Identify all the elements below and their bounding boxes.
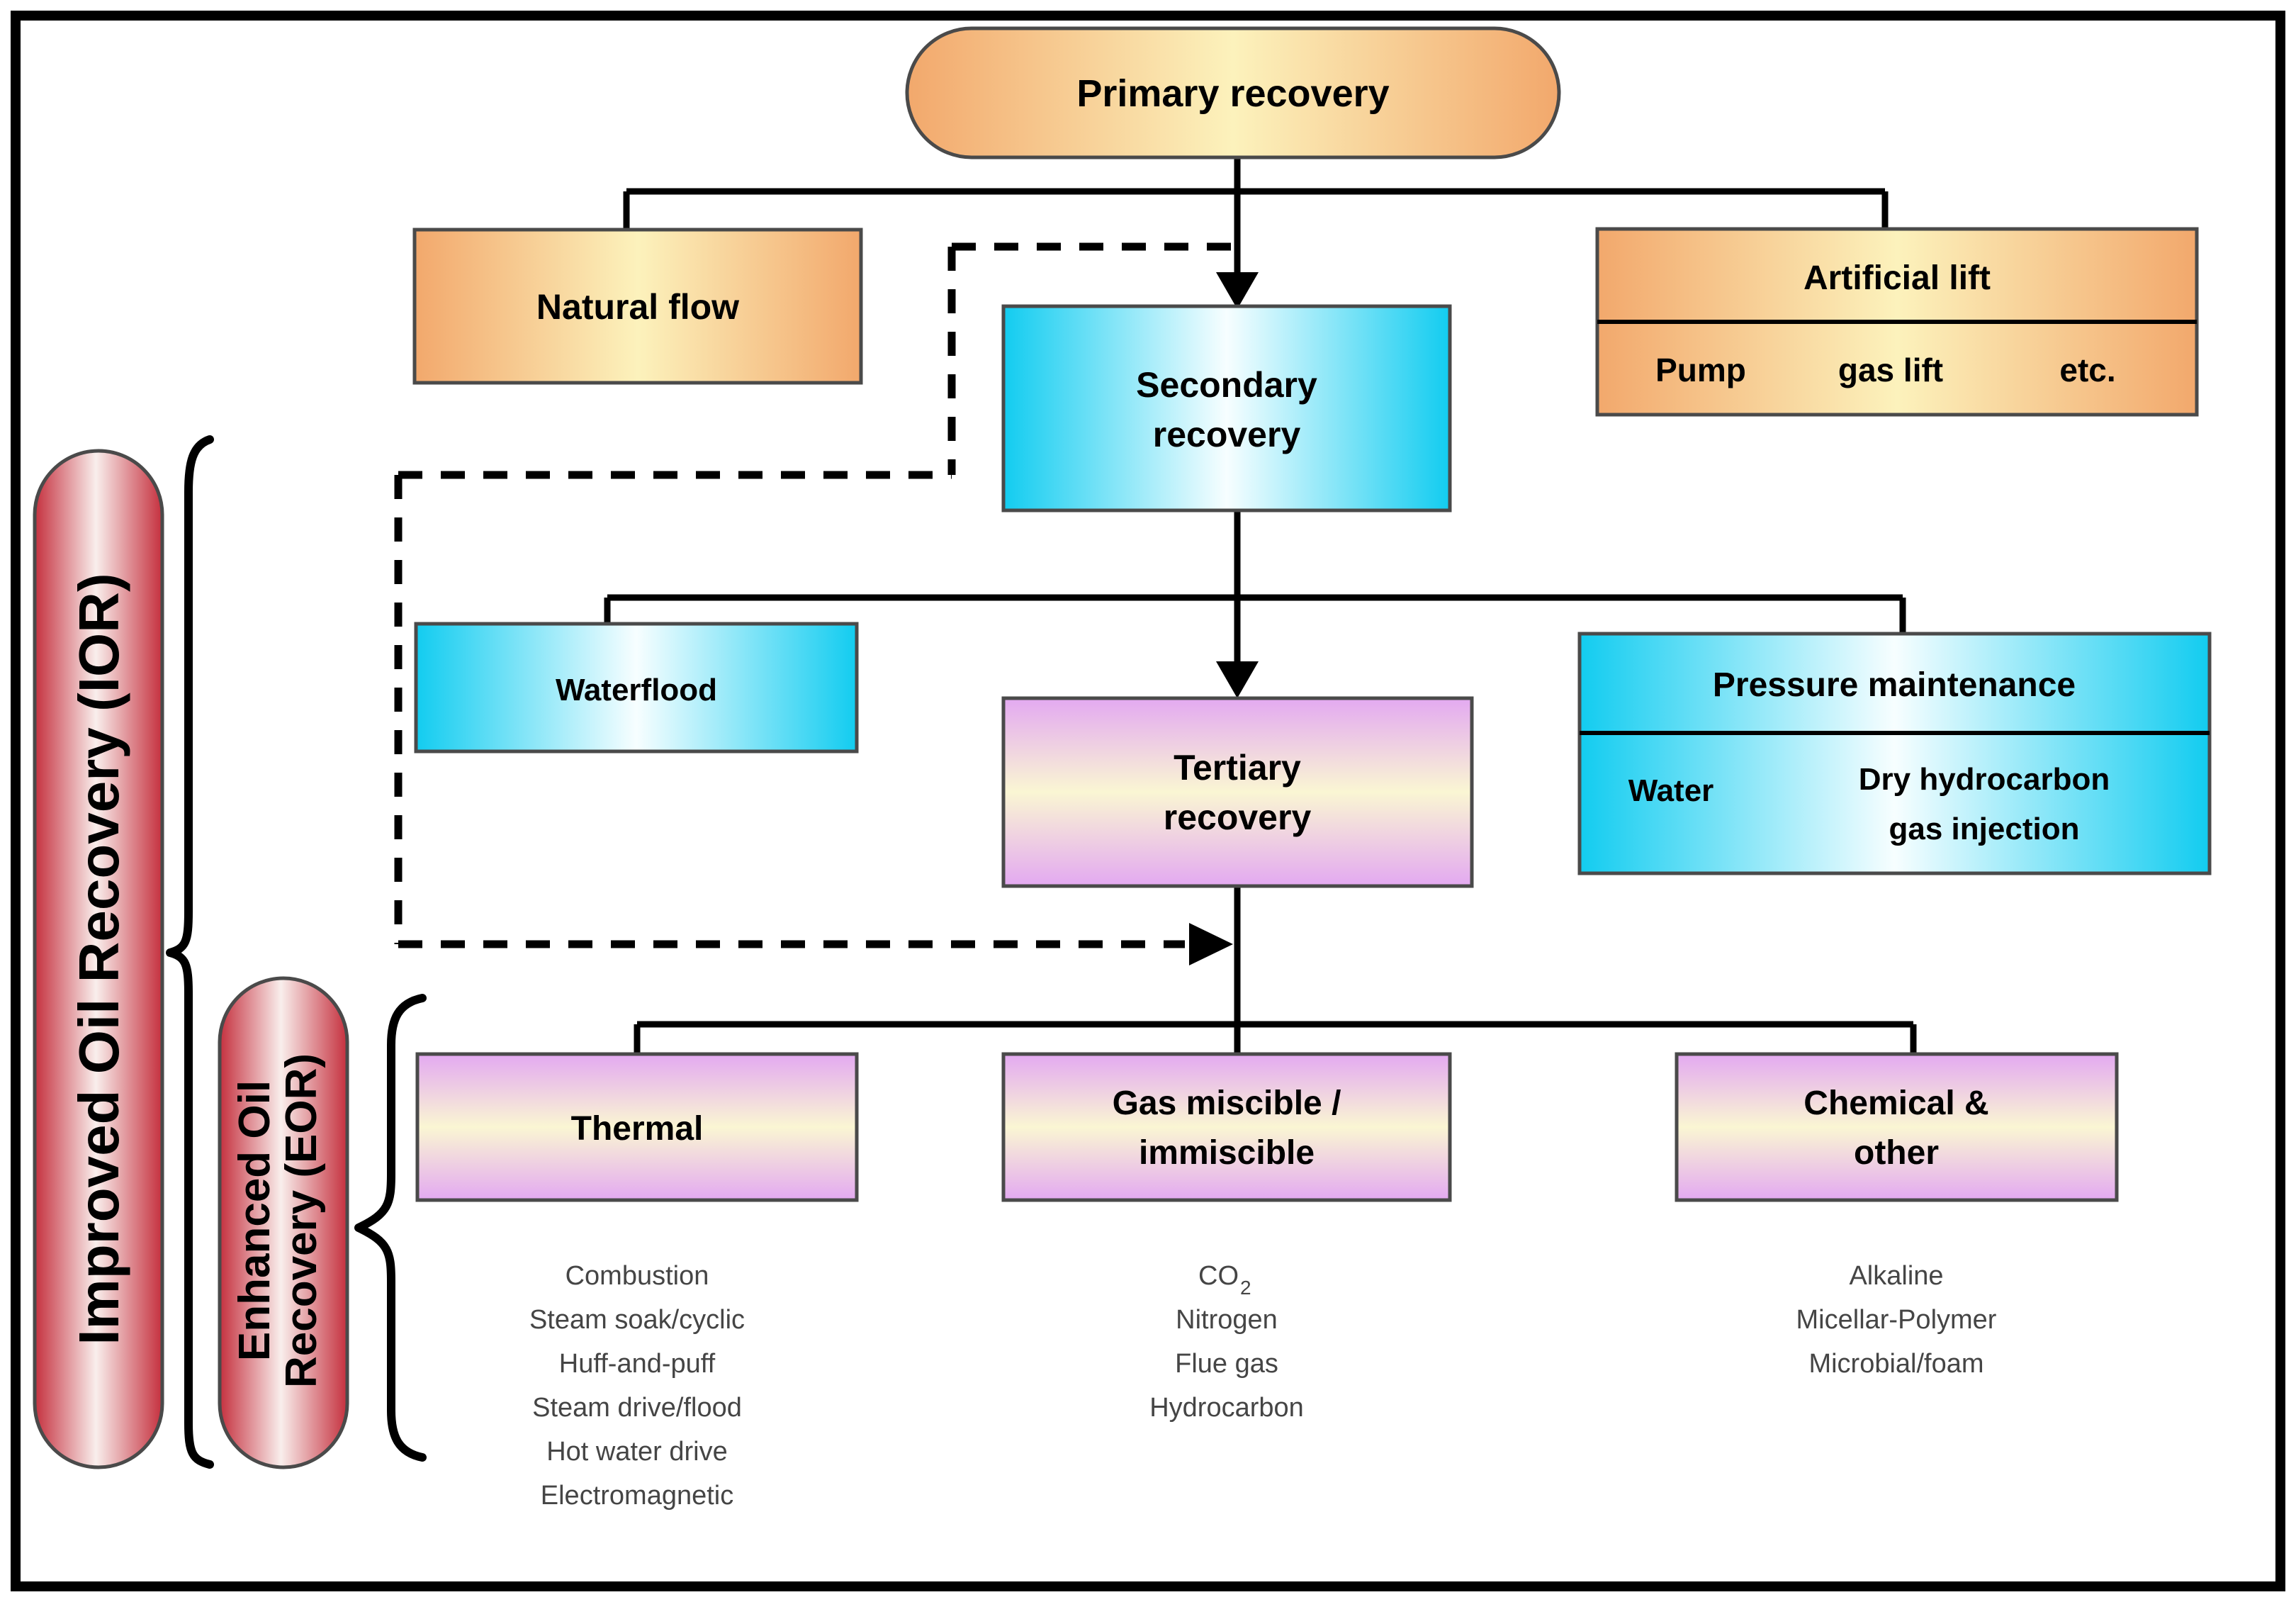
eor-label-group: Enhanced Oil Recovery (EOR): [230, 1053, 326, 1388]
list-item: Alkaline: [1849, 1261, 1943, 1291]
node-gas-miscible: Gas miscible / immiscible: [1001, 1052, 1452, 1202]
node-pressure-maintenance: Pressure maintenance Water Dry hydrocarb…: [1577, 632, 2212, 875]
secondary-recovery-line1: Secondary: [1136, 365, 1317, 405]
gas-miscible-box: [1001, 1052, 1452, 1202]
pressure-maintenance-title: Pressure maintenance: [1713, 666, 2076, 704]
gas-miscible-line1: Gas miscible /: [1113, 1085, 1341, 1122]
pressure-maintenance-item-water: Water: [1628, 773, 1714, 808]
node-primary-recovery: Primary recovery: [905, 26, 1561, 159]
connectors-dashed-loop: [394, 242, 1233, 965]
thermal-label: Thermal: [571, 1110, 704, 1148]
arrowhead-dashed-icon: [1189, 923, 1233, 965]
arrowhead-tertiary-icon: [1216, 661, 1259, 698]
thermal-box: [415, 1052, 859, 1202]
eor-label-line2: Recovery (EOR): [277, 1053, 326, 1388]
list-item-co2-sub: 2: [1240, 1277, 1251, 1299]
node-secondary-recovery: Secondary recovery: [1001, 304, 1452, 512]
eor-label-line1: Enhanced Oil: [230, 1080, 279, 1361]
gas-miscible-line2: immiscible: [1139, 1134, 1315, 1172]
natural-flow-label: Natural flow: [536, 287, 739, 327]
list-item: Hot water drive: [546, 1437, 728, 1467]
node-waterflood: Waterflood: [414, 622, 859, 754]
list-item-co2-main: CO: [1198, 1261, 1239, 1291]
pressure-maintenance-item-dry-line2: gas injection: [1889, 812, 2080, 846]
artificial-lift-item-etc: etc.: [2059, 352, 2115, 388]
secondary-recovery-line2: recovery: [1153, 415, 1301, 454]
list-item: Combustion: [565, 1261, 709, 1291]
pressure-maintenance-box: [1577, 632, 2212, 875]
ior-brace-icon: [166, 435, 214, 1469]
ior-pill: [33, 449, 164, 1469]
list-item: Hydrocarbon: [1149, 1393, 1304, 1423]
sidebar-eor: Enhanced Oil Recovery (EOR): [218, 976, 427, 1469]
node-tertiary-recovery: Tertiary recovery: [1001, 696, 1474, 888]
artificial-lift-title: Artificial lift: [1803, 259, 1991, 297]
eor-brace-icon: [354, 994, 427, 1462]
gas-method-list: CO 2 Nitrogen Flue gas Hydrocarbon: [1149, 1261, 1304, 1423]
primary-recovery-label: Primary recovery: [1076, 72, 1389, 115]
natural-flow-box: [412, 228, 863, 385]
eor-pill: [218, 976, 349, 1469]
tertiary-recovery-line2: recovery: [1164, 797, 1312, 837]
list-item: Microbial/foam: [1808, 1349, 1983, 1379]
list-item: Micellar-Polymer: [1796, 1305, 1997, 1335]
ior-label: Improved Oil Recovery (IOR): [67, 573, 130, 1345]
tertiary-recovery-line1: Tertiary: [1174, 748, 1301, 788]
list-item: Steam drive/flood: [532, 1393, 742, 1423]
primary-recovery-box: [905, 26, 1561, 159]
chemical-method-list: Alkaline Micellar-Polymer Microbial/foam: [1796, 1261, 1997, 1379]
waterflood-label: Waterflood: [556, 673, 717, 707]
list-item: Steam soak/cyclic: [529, 1305, 745, 1335]
chemical-box: [1675, 1052, 2119, 1202]
node-artificial-lift: Artificial lift Pump gas lift etc.: [1595, 227, 2199, 417]
list-item: Nitrogen: [1176, 1305, 1278, 1335]
sidebar-ior: Improved Oil Recovery (IOR): [33, 435, 214, 1469]
waterflood-box: [414, 622, 859, 754]
chemical-line2: other: [1854, 1134, 1939, 1172]
connectors-solid: [604, 157, 1917, 1056]
artificial-lift-item-gaslift: gas lift: [1838, 352, 1943, 388]
secondary-recovery-box: [1001, 304, 1452, 512]
list-item: Flue gas: [1175, 1349, 1278, 1379]
node-natural-flow: Natural flow: [412, 228, 863, 385]
chemical-line1: Chemical &: [1803, 1085, 1988, 1122]
tertiary-recovery-box: [1001, 696, 1474, 888]
node-thermal: Thermal: [415, 1052, 859, 1202]
thermal-method-list: Combustion Steam soak/cyclic Huff-and-pu…: [529, 1261, 745, 1511]
arrowhead-secondary-icon: [1216, 272, 1259, 309]
node-chemical: Chemical & other: [1675, 1052, 2119, 1202]
pressure-maintenance-item-dry-line1: Dry hydrocarbon: [1859, 762, 2110, 797]
list-item: Huff-and-puff: [559, 1349, 716, 1379]
artificial-lift-item-pump: Pump: [1655, 352, 1746, 388]
list-item: Electromagnetic: [541, 1481, 733, 1511]
